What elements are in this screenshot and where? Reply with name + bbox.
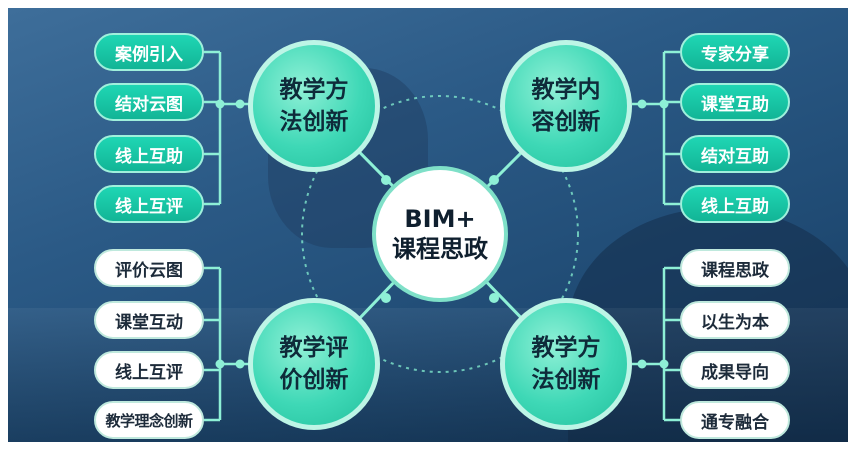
left-bottom-item-4: 教学理念创新 — [94, 401, 204, 439]
right-top-item-2: 课堂互助 — [680, 83, 790, 121]
right-bottom-item-1: 课程思政 — [680, 249, 790, 287]
junction-dot — [489, 293, 499, 303]
center-title-line2: 课程思政 — [392, 235, 488, 263]
junction-dot — [489, 175, 499, 185]
dashed-ring — [301, 95, 579, 373]
diagram-canvas: 教学方法创新 教学内容创新 教学评价创新 教学方法创新 BIM+ 课程思政 案例… — [8, 8, 848, 442]
hub-bottom-right: 教学方法创新 — [500, 298, 632, 430]
hub-top-right-label: 教学内容创新 — [531, 77, 601, 135]
left-top-item-1: 案例引入 — [94, 33, 204, 71]
center-title-line1: BIM+ — [404, 205, 476, 233]
hub-top-left-label: 教学方法创新 — [279, 77, 349, 135]
hub-bottom-left: 教学评价创新 — [248, 298, 380, 430]
left-top-item-3: 线上互助 — [94, 135, 204, 173]
hub-bottom-right-label: 教学方法创新 — [531, 335, 601, 393]
left-top-item-4: 线上互评 — [94, 185, 204, 223]
junction-dot — [659, 359, 669, 369]
left-bottom-item-3: 线上互评 — [94, 351, 204, 389]
junction-dot — [381, 293, 391, 303]
junction-dot — [235, 359, 245, 369]
right-top-item-3: 结对互助 — [680, 135, 790, 173]
junction-dot — [659, 99, 669, 109]
hub-bottom-left-label: 教学评价创新 — [279, 335, 349, 393]
right-top-item-4: 线上互助 — [680, 185, 790, 223]
junction-dot — [215, 359, 225, 369]
junction-dot — [381, 175, 391, 185]
right-bottom-item-2: 以生为本 — [680, 301, 790, 339]
hub-top-right: 教学内容创新 — [500, 40, 632, 172]
right-top-item-1: 专家分享 — [680, 33, 790, 71]
junction-dot — [637, 99, 647, 109]
junction-dot — [215, 99, 225, 109]
right-bottom-item-4: 通专融合 — [680, 401, 790, 439]
left-top-item-2: 结对云图 — [94, 83, 204, 121]
right-bottom-item-3: 成果导向 — [680, 351, 790, 389]
center-node: BIM+ 课程思政 — [372, 166, 508, 302]
hub-top-left: 教学方法创新 — [248, 40, 380, 172]
left-bottom-item-1: 评价云图 — [94, 249, 204, 287]
left-bottom-item-2: 课堂互动 — [94, 301, 204, 339]
junction-dot — [235, 99, 245, 109]
junction-dot — [637, 359, 647, 369]
